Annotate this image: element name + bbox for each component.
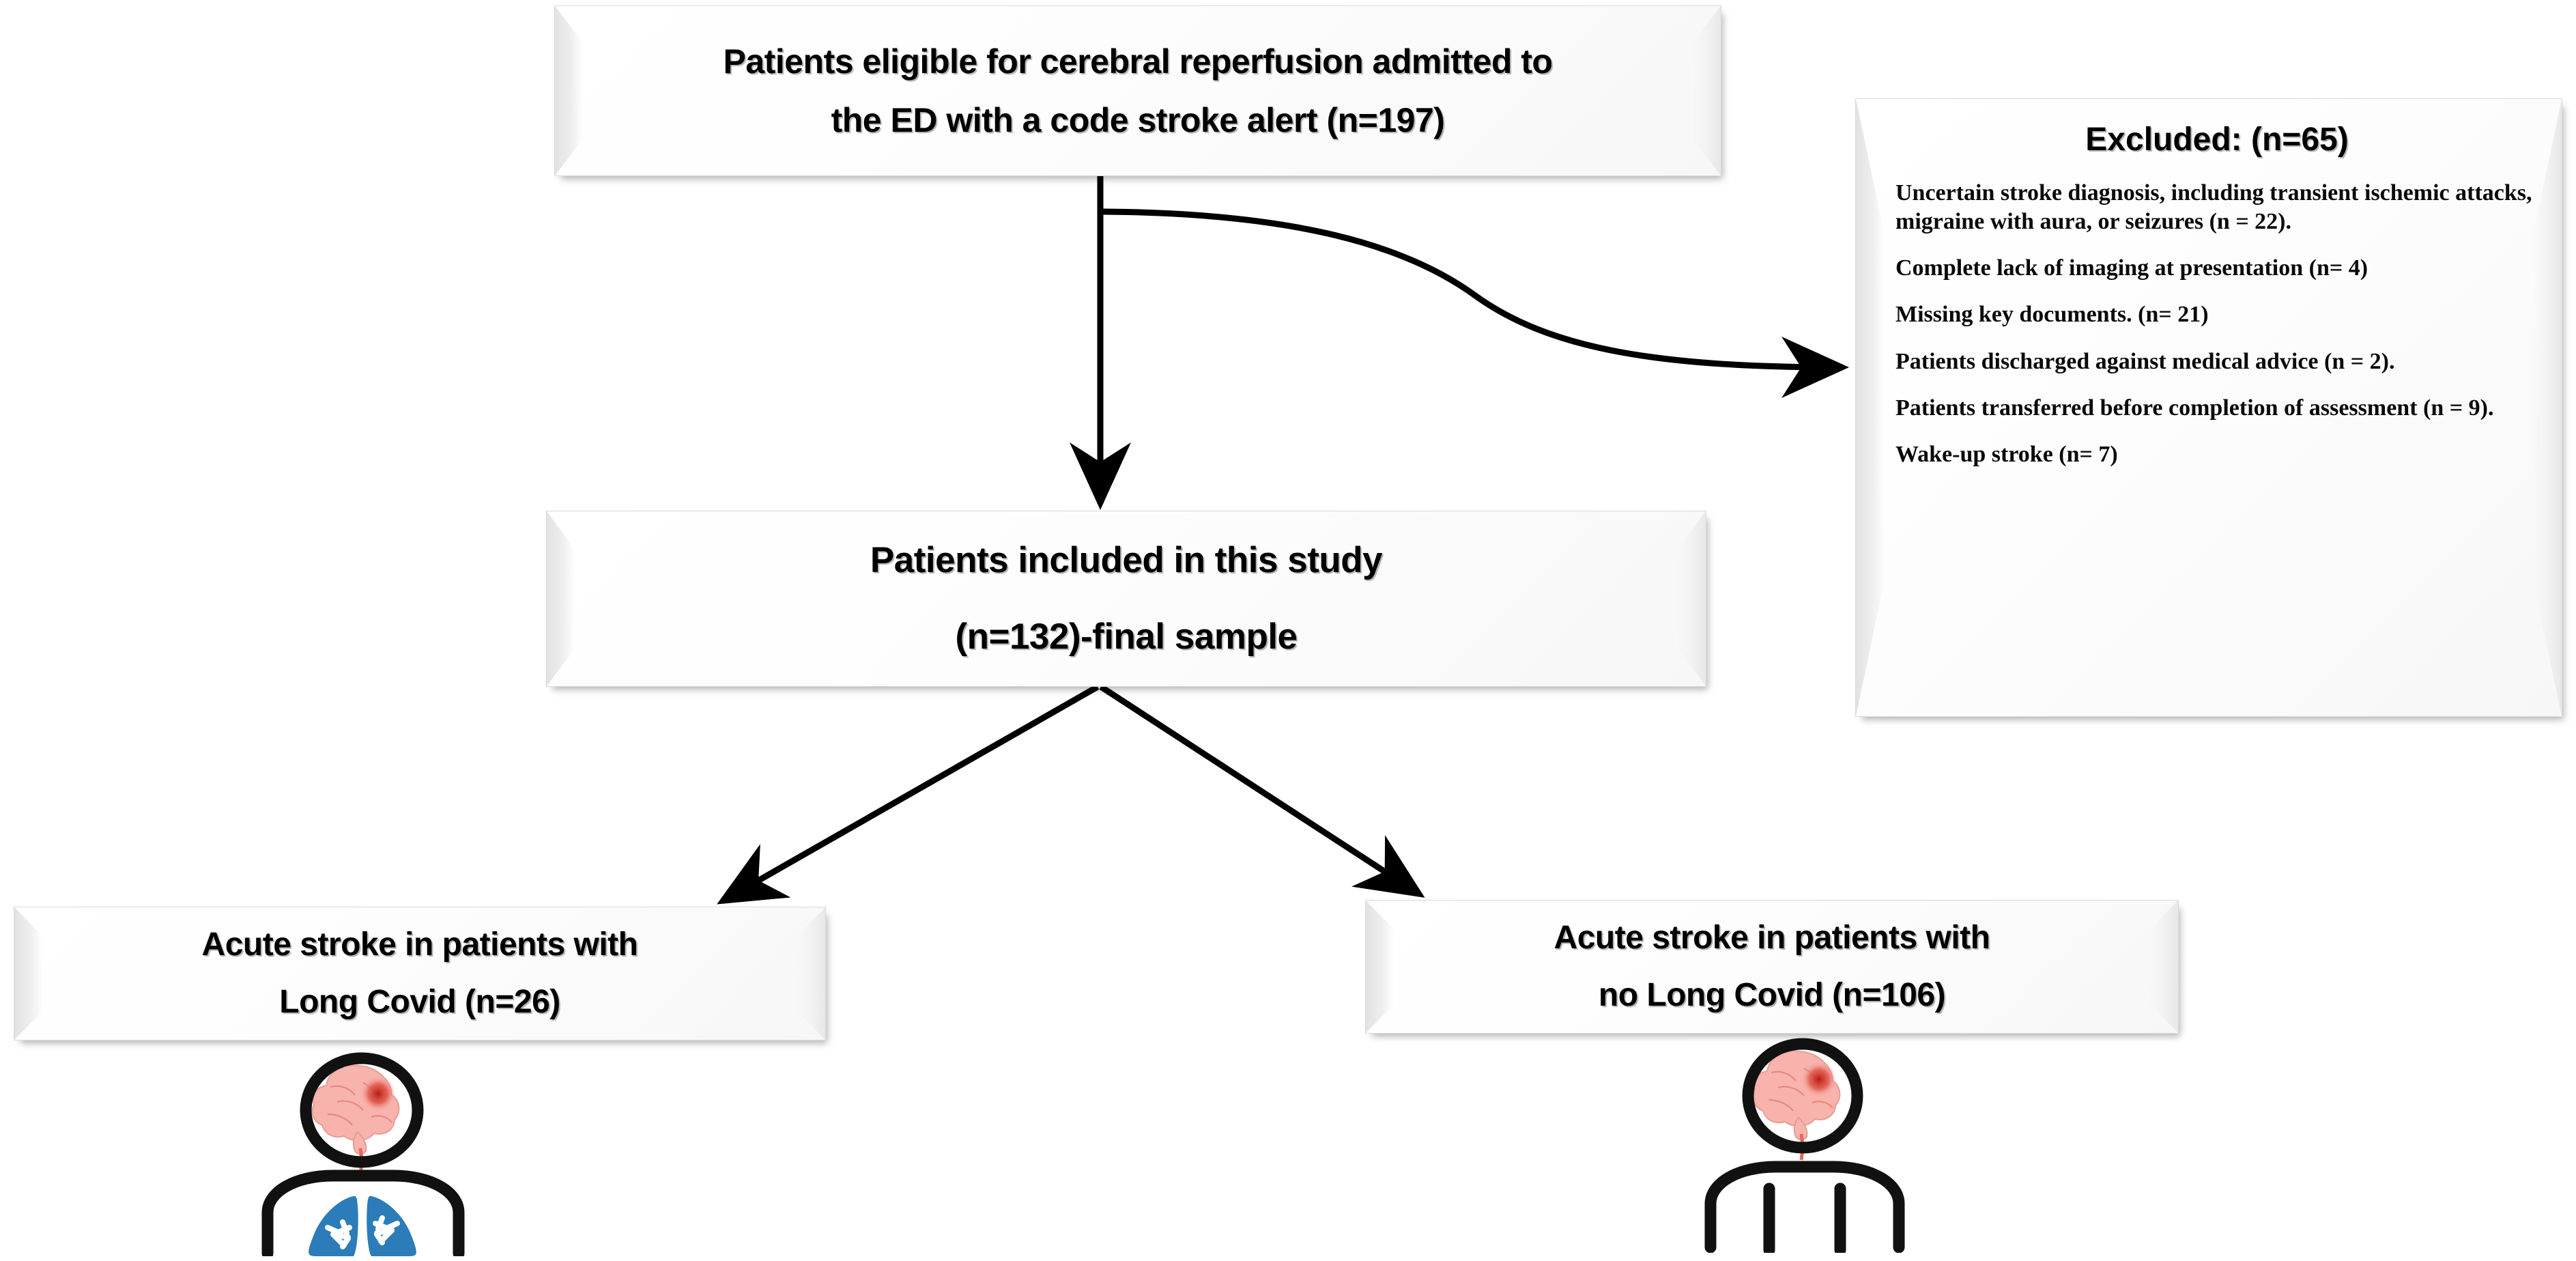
excluded-reason-item: Wake-up stroke (n= 7) [1895, 441, 2118, 467]
head-outline-icon [300, 1052, 424, 1168]
excluded-reason-item: Complete lack of imaging at presentation… [1895, 255, 2369, 281]
brain-icon [1752, 1049, 1841, 1161]
excluded-reason-list: Uncertain stroke diagnosis, including tr… [1895, 179, 2538, 469]
box-excluded: Excluded: (n=65) Uncertain stroke diagno… [1855, 98, 2562, 717]
excluded-reason-item: Patients transferred before completion o… [1895, 395, 2494, 421]
torso-bars-icon [1763, 1182, 1846, 1253]
box-no-long-covid-line1: Acute stroke in patients with [1554, 920, 1990, 956]
stroke-lesion-icon [1801, 1062, 1837, 1097]
included-to-right-arrow [1099, 684, 1425, 898]
box-included-patients: Patients included in this study (n=132)-… [546, 511, 1706, 687]
excluded-reason-item: Missing key documents. (n= 21) [1895, 302, 2209, 328]
box-long-covid-line1: Acute stroke in patients with [201, 926, 638, 963]
box-included-line2: (n=132)-final sample [955, 617, 1298, 657]
included-to-left-arrow [717, 684, 1100, 905]
patient-with-lungs-icon [261, 1052, 465, 1256]
box-eligible-line1: Patients eligible for cerebral reperfusi… [723, 42, 1553, 81]
lungs-icon [309, 1195, 416, 1256]
box-eligible-patients: Patients eligible for cerebral reperfusi… [554, 5, 1721, 176]
box-long-covid-arm: Acute stroke in patients with Long Covid… [14, 907, 826, 1040]
box-eligible-line2: the ED with a code stroke alert (n=197) [831, 101, 1445, 139]
excluded-reason-item: Uncertain stroke diagnosis, including tr… [1895, 180, 2532, 235]
torso-outline-icon [261, 1170, 465, 1256]
torso-outline-icon [1704, 1161, 1905, 1253]
box-no-long-covid-arm: Acute stroke in patients with no Long Co… [1365, 900, 2179, 1034]
head-outline-icon [1742, 1038, 1863, 1154]
top-to-excluded-arrow [1102, 208, 1849, 398]
excluded-reason-item: Patients discharged against medical advi… [1895, 348, 2395, 374]
box-long-covid-line2: Long Covid (n=26) [279, 984, 560, 1020]
box-no-long-covid-line2: no Long Covid (n=106) [1598, 977, 1946, 1013]
excluded-title: Excluded: (n=65) [2085, 122, 2349, 158]
patient-no-lungs-icon [1704, 1038, 1905, 1253]
box-included-line1: Patients included in this study [870, 540, 1383, 580]
stroke-lesion-icon [360, 1076, 396, 1111]
